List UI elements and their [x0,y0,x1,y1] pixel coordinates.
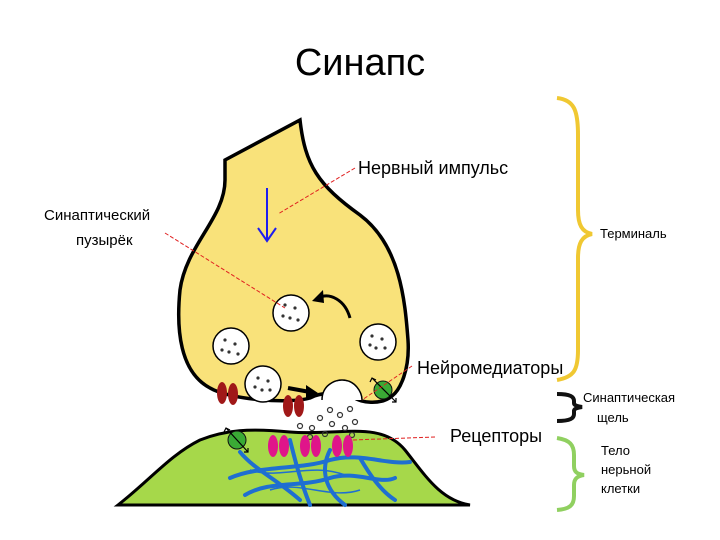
cell-fibers [228,438,412,507]
terminal-label: Терминаль [600,226,667,241]
vesicle [359,323,397,361]
page-title: Синапс [294,42,426,84]
cell-body-brace [556,436,585,512]
cell-body-label-1: Тело [601,443,630,458]
neurotransmitters-label: Нейромедиаторы [417,358,563,378]
neurotransmitter-particles [296,405,359,441]
synaptic-cleft-label-1: Синаптическая [583,390,675,405]
receptors-label: Рецепторы [450,426,542,446]
synaptic-vesicle-label-2: пузырёк [76,232,133,249]
vesicle [244,365,282,403]
vesicle-fusing [321,379,363,401]
synaptic-cleft-label-2: щель [597,410,629,425]
vesicles [212,294,397,403]
synaptic-vesicle-label-1: Синаптический [44,207,150,224]
pointer-lines [164,167,436,441]
impulse-arrow [257,188,277,243]
postsynaptic-receptors [268,435,353,457]
cell-body-label-2: нерьной [601,462,651,477]
cell-body-label-3: клетки [601,481,640,496]
presynaptic-receptors [217,382,304,417]
vesicle [212,327,250,365]
vesicle [272,294,310,332]
cleft-brace [556,392,583,423]
terminal-brace [556,96,593,382]
nerve-impulse-label: Нервный импульс [358,158,508,178]
